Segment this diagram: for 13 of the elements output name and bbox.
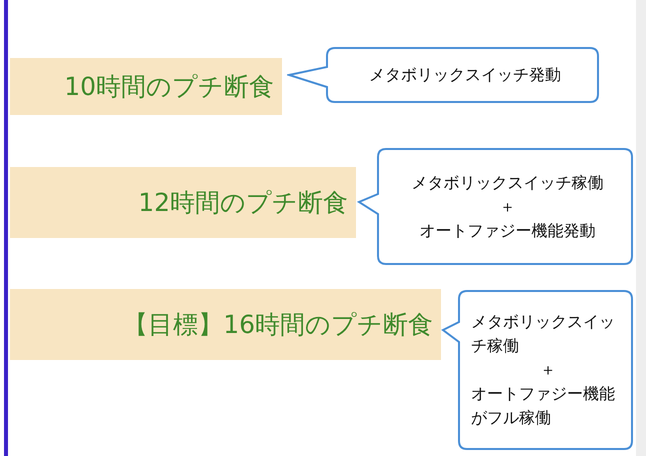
fasting-label-box	[10, 167, 356, 238]
fasting-label-box	[10, 58, 282, 115]
callout-text: ＋	[498, 196, 516, 218]
fasting-label: 【目標】16時間のプチ断食	[123, 309, 433, 341]
fasting-label: 10時間のプチ断食	[64, 71, 274, 103]
callout-text: ＋	[539, 359, 557, 381]
callout-text: メタボリックスイッチ稼働	[410, 172, 604, 194]
fasting-label-box	[10, 289, 441, 360]
callout-text: メタボリックスイッチ稼働	[471, 311, 616, 357]
callout-text: オートファジー機能発動	[418, 220, 596, 242]
callout-text: オートファジー機能がフル稼働	[471, 383, 616, 429]
callout-text: メタボリックスイッチ発動	[368, 64, 562, 86]
fasting-label: 12時間のプチ断食	[138, 187, 348, 219]
